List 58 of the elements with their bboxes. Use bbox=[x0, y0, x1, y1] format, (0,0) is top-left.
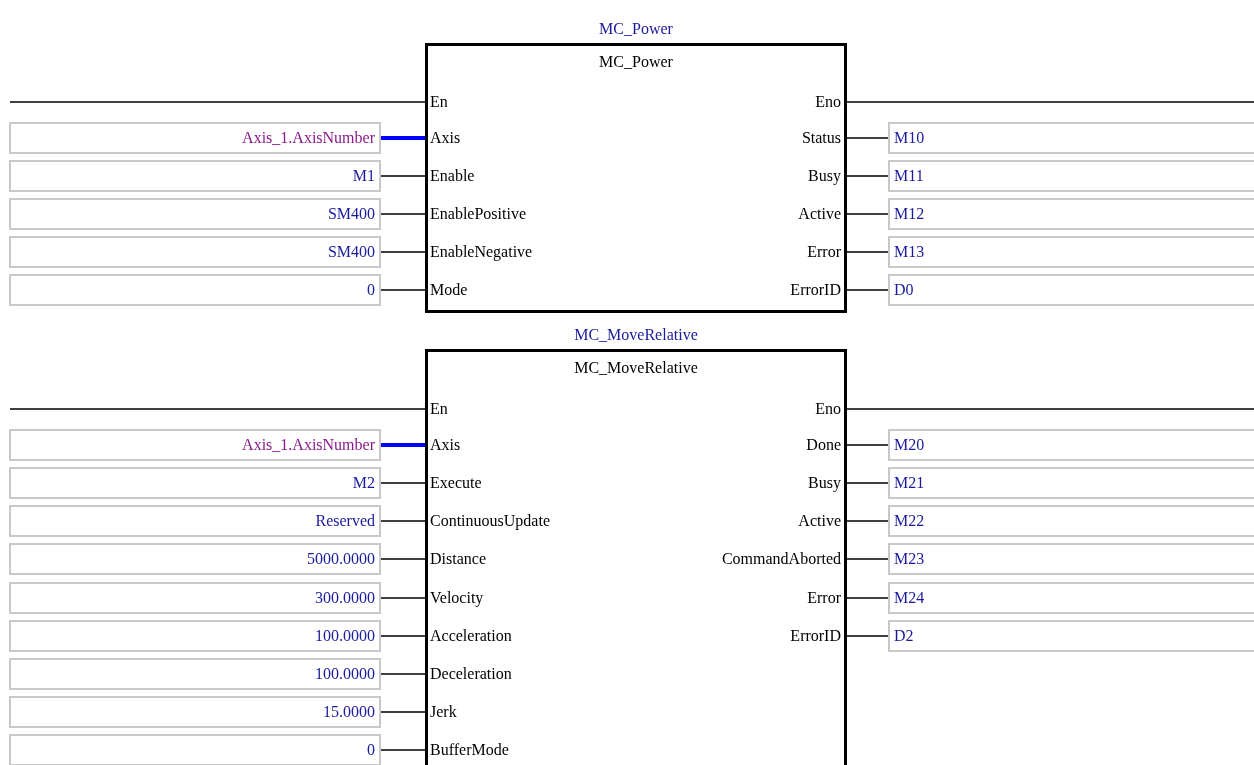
pin-name: En bbox=[428, 90, 628, 114]
pin-name: Busy bbox=[643, 164, 843, 188]
variable-field: 100.0000 bbox=[9, 658, 381, 690]
block-type-name: MC_MoveRelative bbox=[573, 358, 699, 378]
pin-name: Execute bbox=[428, 471, 628, 495]
pin-name: Active bbox=[643, 509, 843, 533]
variable-field: SM400 bbox=[9, 236, 381, 268]
pin-name: BufferMode bbox=[428, 738, 628, 762]
instance-name: MC_MoveRelative bbox=[573, 325, 699, 345]
pin-name: Busy bbox=[643, 471, 843, 495]
variable-field: M21 bbox=[888, 467, 1254, 499]
variable-field: D0 bbox=[888, 274, 1254, 306]
pin-name: Deceleration bbox=[428, 662, 628, 686]
variable-field: 0 bbox=[9, 734, 381, 765]
pin-name: En bbox=[428, 397, 628, 421]
variable-field: M24 bbox=[888, 582, 1254, 614]
pin-name: Status bbox=[643, 126, 843, 150]
variable-field: SM400 bbox=[9, 198, 381, 230]
block-type-name: MC_Power bbox=[598, 52, 674, 72]
pin-name: ContinuousUpdate bbox=[428, 509, 628, 533]
pin-name: Velocity bbox=[428, 586, 628, 610]
pin-name: ErrorID bbox=[643, 278, 843, 302]
pin-name: Enable bbox=[428, 164, 628, 188]
variable-field: M22 bbox=[888, 505, 1254, 537]
variable-field: M1 bbox=[9, 160, 381, 192]
pin-name: Error bbox=[643, 586, 843, 610]
pin-name: Done bbox=[643, 433, 843, 457]
pin-name: EnableNegative bbox=[428, 240, 628, 264]
variable-field: M13 bbox=[888, 236, 1254, 268]
variable-field: 0 bbox=[9, 274, 381, 306]
pin-name: Eno bbox=[643, 397, 843, 421]
variable-field: Axis_1.AxisNumber bbox=[9, 429, 381, 461]
variable-field: M10 bbox=[888, 122, 1254, 154]
variable-field: M12 bbox=[888, 198, 1254, 230]
pin-name: Axis bbox=[428, 433, 628, 457]
pin-name: Jerk bbox=[428, 700, 628, 724]
pin-name: CommandAborted bbox=[643, 547, 843, 571]
instance-name: MC_Power bbox=[598, 19, 674, 39]
pin-name: Axis bbox=[428, 126, 628, 150]
variable-field: 100.0000 bbox=[9, 620, 381, 652]
variable-field: Axis_1.AxisNumber bbox=[9, 122, 381, 154]
variable-field: M11 bbox=[888, 160, 1254, 192]
variable-field: M23 bbox=[888, 543, 1254, 575]
pin-name: Acceleration bbox=[428, 624, 628, 648]
pin-name: EnablePositive bbox=[428, 202, 628, 226]
pin-name: ErrorID bbox=[643, 624, 843, 648]
variable-field: M2 bbox=[9, 467, 381, 499]
pin-name: Error bbox=[643, 240, 843, 264]
variable-field: Reserved bbox=[9, 505, 381, 537]
pin-name: Mode bbox=[428, 278, 628, 302]
variable-field: D2 bbox=[888, 620, 1254, 652]
pin-name: Distance bbox=[428, 547, 628, 571]
variable-field: M20 bbox=[888, 429, 1254, 461]
variable-field: 15.0000 bbox=[9, 696, 381, 728]
variable-field: 5000.0000 bbox=[9, 543, 381, 575]
pin-name: Eno bbox=[643, 90, 843, 114]
variable-field: 300.0000 bbox=[9, 582, 381, 614]
pin-name: Active bbox=[643, 202, 843, 226]
